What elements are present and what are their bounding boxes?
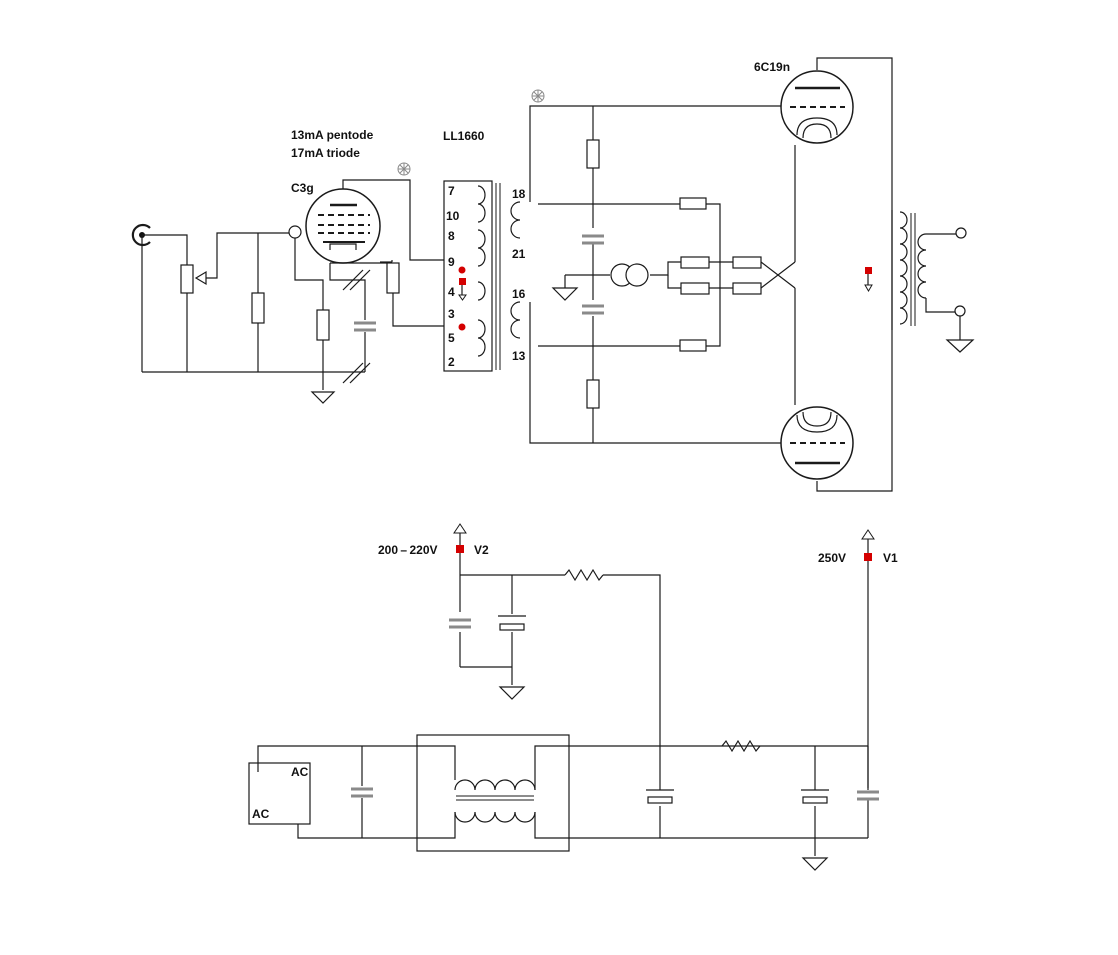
grid-stopper-resistor-top: [679, 197, 707, 210]
transformer-primary-windings: [477, 185, 486, 357]
reservoir-capacitor: [646, 789, 674, 804]
grid-stopper-resistor-bottom: [679, 339, 707, 352]
ground-symbol-input: [310, 391, 336, 404]
cathode-resistor-left-bottom: [680, 282, 710, 295]
output-node-marker-icon: [531, 89, 545, 103]
v2-electrolytic-capacitor: [498, 615, 526, 631]
ground-symbol-bias: [551, 287, 579, 301]
output-transformer: [891, 210, 967, 340]
screen-node-marker-icon: [397, 162, 411, 176]
ground-symbol-v2: [498, 686, 526, 700]
output-tube-bottom: [780, 406, 854, 480]
v2-filter-network: [460, 568, 661, 788]
v2-capacitor: [449, 618, 471, 629]
v1-name-label: V1: [883, 551, 898, 565]
pin-3-label: 3: [448, 307, 455, 321]
pin-connection-dots: [458, 266, 466, 331]
pin-7-label: 7: [448, 184, 455, 198]
output-transformer-test-point-icon: [864, 267, 873, 292]
ac-input-block: [248, 762, 311, 825]
pin-18-label: 18: [512, 187, 526, 201]
screen-resistor: [386, 262, 400, 294]
pin-16-label: 16: [512, 287, 526, 301]
volume-potentiometer: [180, 264, 207, 294]
power-transformer-enclosure: [416, 734, 570, 852]
output-tube-top: [780, 70, 854, 144]
mains-capacitor: [351, 787, 373, 798]
filter-capacitor-film: [857, 790, 879, 801]
ac-label-top: AC: [291, 765, 309, 779]
output-tube-label: 6C19n: [754, 60, 790, 74]
pin-8-label: 8: [448, 229, 455, 243]
v2-voltage-label: 200 – 220V: [378, 543, 438, 557]
bias-resistor-top: [586, 139, 600, 169]
ac-label-bottom: AC: [252, 807, 270, 821]
ground-symbol-psu: [801, 857, 829, 871]
cathode-capacitor: [354, 321, 376, 332]
c3g-tube: [288, 188, 381, 264]
pin-13-label: 13: [512, 349, 526, 363]
current-pentode-label: 13mA pentode: [291, 128, 374, 142]
interstage-transformer-box: [443, 180, 493, 372]
transformer-secondary-windings: [510, 201, 521, 339]
pin-5-label: 5: [448, 331, 455, 345]
rectifier-filter-network: [659, 739, 869, 856]
bias-resistor-bottom: [586, 379, 600, 409]
pin-10-label: 10: [446, 209, 460, 223]
input-wiring: [141, 232, 365, 373]
ground-symbol-output: [945, 339, 975, 353]
cathode-resistor-right-top: [732, 256, 762, 269]
bias-capacitor-bottom: [582, 304, 604, 315]
cathode-resistor-right-bottom: [732, 282, 762, 295]
transformer-core: [495, 183, 501, 370]
v2-supply-node: [453, 523, 467, 667]
pin-4-label: 4: [448, 285, 455, 299]
pin-2-label: 2: [448, 355, 455, 369]
mains-wiring: [257, 745, 456, 839]
input-tube-label: C3g: [291, 181, 314, 195]
cathode-resistor: [316, 309, 330, 341]
bias-capacitor-top: [582, 234, 604, 245]
current-source-icon: [610, 263, 649, 287]
power-transformer: [454, 745, 868, 839]
c3g-wiring: [294, 179, 450, 390]
interstage-transformer-label: LL1660: [443, 129, 485, 143]
transformer-test-point-icon: [458, 278, 467, 301]
current-triode-label: 17mA triode: [291, 146, 360, 160]
pin-9-label: 9: [448, 255, 455, 269]
pin-21-label: 21: [512, 247, 526, 261]
v1-voltage-label: 250V: [818, 551, 846, 565]
v2-name-label: V2: [474, 543, 489, 557]
filter-capacitor-electrolytic: [801, 789, 829, 804]
cathode-resistor-left-top: [680, 256, 710, 269]
grid-leak-resistor: [251, 292, 265, 324]
